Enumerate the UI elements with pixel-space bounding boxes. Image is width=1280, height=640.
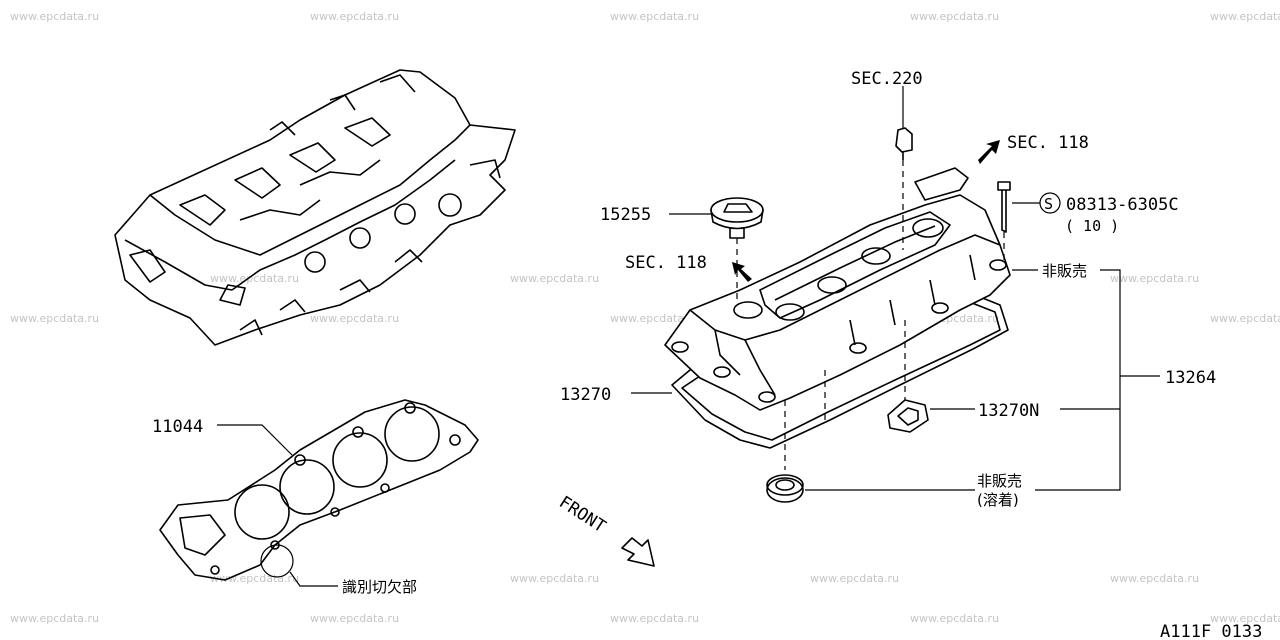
watermark: www.epcdata.ru: [10, 10, 99, 23]
watermark: www.epcdata.ru: [610, 312, 699, 325]
watermark: www.epcdata.ru: [610, 10, 699, 23]
label-id-notch: 識別切欠部: [342, 578, 417, 596]
watermark: www.epcdata.ru: [1110, 272, 1199, 285]
rocker-cover-drawing: [621, 127, 1011, 567]
watermark: www.epcdata.ru: [210, 272, 299, 285]
watermark: www.epcdata.ru: [510, 272, 599, 285]
watermark: www.epcdata.ru: [910, 10, 999, 23]
watermark: www.epcdata.ru: [610, 612, 699, 625]
watermark: www.epcdata.ru: [510, 572, 599, 585]
label-welded: (溶着): [977, 491, 1019, 509]
leader-lines: [217, 86, 1160, 587]
bolt-symbol: S: [1044, 195, 1053, 213]
cylinder-head-drawing: [114, 69, 516, 346]
label-sec-220: SEC.220: [851, 69, 923, 89]
label-not-for-sale-bottom: 非販売: [977, 472, 1022, 490]
watermark: www.epcdata.ru: [10, 612, 99, 625]
watermark: www.epcdata.ru: [1210, 612, 1280, 625]
bolt-spec-symbol: S: [1039, 192, 1061, 214]
label-sec-118-left: SEC. 118: [625, 253, 707, 273]
head-gasket-drawing: [159, 399, 479, 581]
label-bolt-part: 08313-6305C: [1066, 195, 1179, 215]
watermark: www.epcdata.ru: [910, 612, 999, 625]
watermark: www.epcdata.ru: [1110, 572, 1199, 585]
watermark: www.epcdata.ru: [310, 10, 399, 23]
watermark: www.epcdata.ru: [810, 572, 899, 585]
label-bolt-qty: ( 10 ): [1065, 217, 1119, 235]
watermark: www.epcdata.ru: [1210, 312, 1280, 325]
figure-code: A111F 0133: [1160, 622, 1262, 640]
watermark: www.epcdata.ru: [210, 572, 299, 585]
label-front: FRONT: [555, 492, 609, 537]
callout-labels: SEC.220 SEC. 118 S 08313-6305C ( 10 ) 15…: [152, 69, 1262, 640]
label-not-for-sale-top: 非販売: [1042, 262, 1087, 280]
label-sec-118-top: SEC. 118: [1007, 133, 1089, 153]
label-gasket-13270n: 13270N: [978, 401, 1039, 421]
label-assembly-13264: 13264: [1165, 368, 1216, 388]
watermark: www.epcdata.ru: [1210, 10, 1280, 23]
watermark: www.epcdata.ru: [310, 612, 399, 625]
label-cap-15255: 15255: [600, 205, 651, 225]
label-head-gasket-11044: 11044: [152, 417, 203, 437]
label-gasket-13270: 13270: [560, 385, 611, 405]
watermark: www.epcdata.ru: [10, 312, 99, 325]
watermark-layer: www.epcdata.ru www.epcdata.ru www.epcdat…: [10, 10, 1280, 625]
watermark: www.epcdata.ru: [310, 312, 399, 325]
